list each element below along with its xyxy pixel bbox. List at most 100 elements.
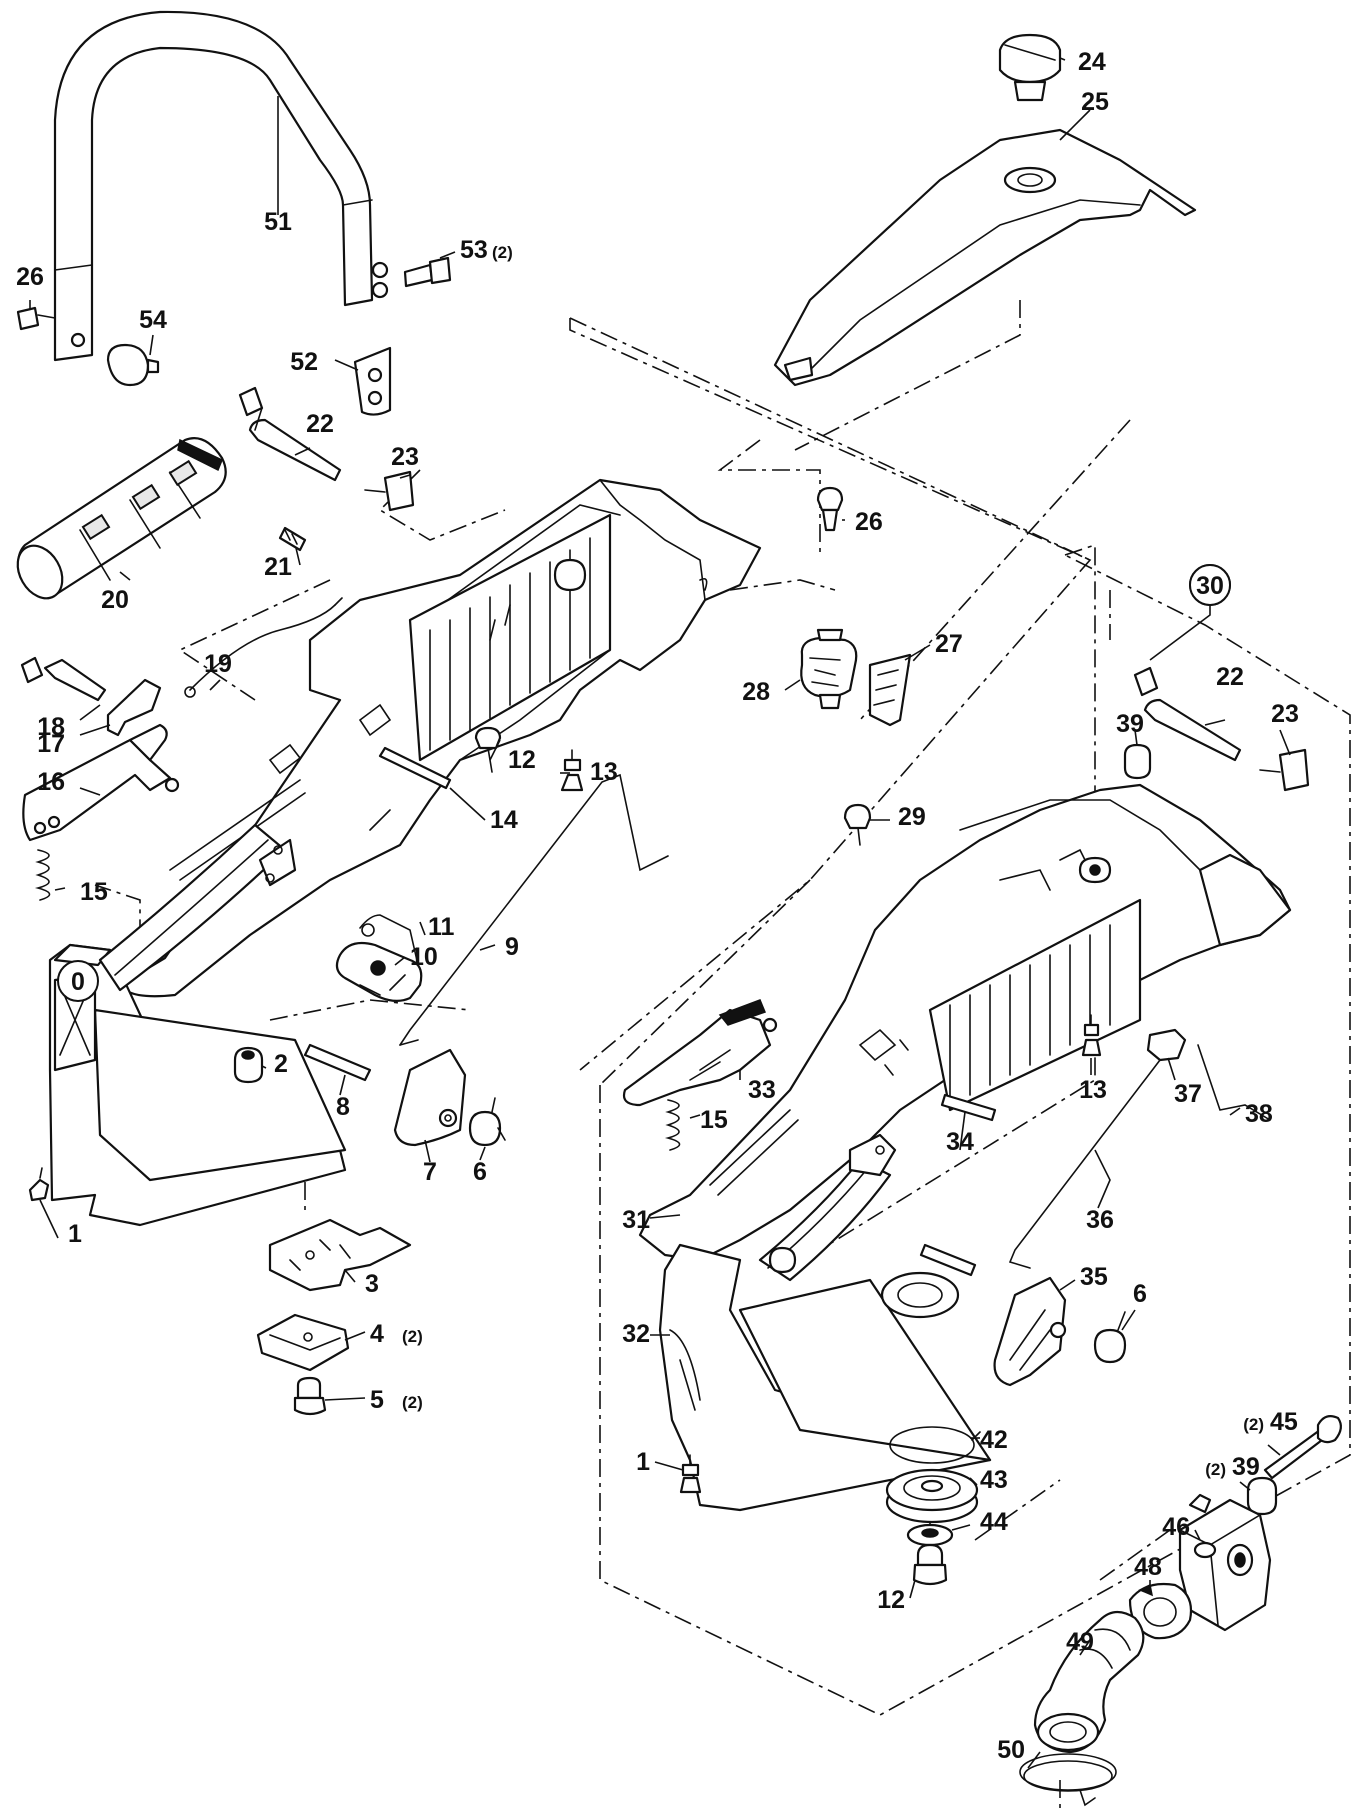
spring-6-right [1093,1311,1127,1364]
throttle-part-23-right [1259,748,1310,792]
callout-c13b: 13 [1079,1076,1107,1104]
callout-c2: 2 [274,1050,288,1078]
bracket-4 [256,1313,350,1372]
washer-44 [906,1523,954,1547]
callout-c17: 17 [37,730,65,758]
callout-circle-c30 [1189,564,1231,606]
grip-20 [16,437,227,600]
callout-c3: 3 [365,1270,379,1298]
callout-c46: 46 [1162,1513,1190,1541]
housing-base-right [658,1133,992,1512]
callout-c52: 52 [290,348,318,376]
nut-2 [233,1046,264,1084]
callout-c15a: 15 [80,878,108,906]
callout-c4: 4 [370,1320,384,1348]
callout-c33: 33 [748,1076,776,1104]
callout-c12a: 12 [508,746,536,774]
callout-c8: 8 [336,1093,350,1121]
callout-c0: 0 [71,968,85,996]
callout-c42: 42 [980,1426,1008,1454]
callout-c6b: 6 [1133,1280,1147,1308]
callout-c48: 48 [1134,1553,1162,1581]
callout-c5: 5 [370,1386,384,1414]
callout-c10: 10 [410,943,438,971]
bushing-54 [106,343,160,387]
callout-c54: 54 [139,306,167,334]
spacer-14 [378,746,452,790]
callout-c13a: 13 [590,758,618,786]
callout-c27: 27 [935,630,963,658]
carburetor-46 [1178,1493,1272,1632]
screw-13-left [560,749,584,792]
handle-bar-51 [53,10,389,362]
part-37 [1146,1028,1187,1062]
callout-c25: 25 [1081,88,1109,116]
callout-c1b: 1 [636,1448,650,1476]
screw-26-right [816,486,844,532]
callout-qty-c45: (2) [1243,1415,1264,1434]
screw-21 [278,526,307,552]
callout-c21: 21 [264,553,292,581]
screw-29 [843,803,872,846]
damper-10 [335,941,423,1002]
callout-c43: 43 [980,1466,1008,1494]
plate-3 [268,1218,412,1292]
throttle-rod-22-left [238,386,342,482]
callout-c36: 36 [1086,1206,1114,1234]
screw-53 [403,256,452,288]
screw-13-right [1081,1014,1102,1057]
callout-c44: 44 [980,1508,1008,1536]
callout-c18: 18 [37,713,65,741]
housing-right [638,783,1292,1262]
callout-qty-c53: (2) [492,243,513,262]
pulley-43 [885,1468,979,1524]
pin-8 [303,1043,372,1082]
spring-15-left [34,849,51,901]
callout-c38: 38 [1245,1100,1273,1128]
callout-c34: 34 [946,1128,974,1156]
callout-c35: 35 [1080,1263,1108,1291]
callout-c50: 50 [997,1736,1025,1764]
choke-rod-18 [20,656,107,702]
screw-12-left [474,726,502,773]
callout-c32: 32 [622,1320,650,1348]
cable-9 [399,773,669,1046]
clamp-50 [1019,1753,1117,1807]
callout-c53: 53 [460,236,488,264]
screw-5 [293,1376,327,1416]
callout-c24: 24 [1078,48,1106,76]
callout-c11: 11 [428,913,455,941]
bracket-27 [868,653,912,727]
screw-26-left [16,306,56,331]
lever-33 [622,999,778,1107]
lever-35 [993,1276,1067,1387]
wire-19 [184,597,343,698]
screw-12-right [912,1543,948,1586]
callout-c28: 28 [742,678,770,706]
mount-28 [800,628,858,710]
callout-c45: 45 [1270,1408,1298,1436]
callout-c39a: 39 [1116,710,1144,738]
lever-16 [22,723,180,842]
callout-c26a: 26 [16,263,44,291]
cable-36 [1008,1059,1161,1269]
callout-c22b: 22 [1216,663,1244,691]
spacer-39-right [1246,1476,1278,1516]
housing-base-left [48,823,347,1227]
leader-lines [29,57,1291,1769]
callout-c9: 9 [505,933,519,961]
pin-34 [940,1093,997,1122]
callout-c26b: 26 [855,508,883,536]
callout-c30: 30 [1196,572,1224,600]
callout-c39b: 39 [1232,1453,1260,1481]
callout-c23b: 23 [1271,700,1299,728]
lever-7 [393,1048,467,1147]
callout-c29: 29 [898,803,926,831]
callout-c6a: 6 [473,1158,487,1186]
callout-circle-c0 [57,960,99,1002]
callout-c16: 16 [37,768,65,796]
spring-6-left [468,1097,506,1147]
cap-24 [998,33,1062,102]
screw-1-left [28,1167,50,1202]
